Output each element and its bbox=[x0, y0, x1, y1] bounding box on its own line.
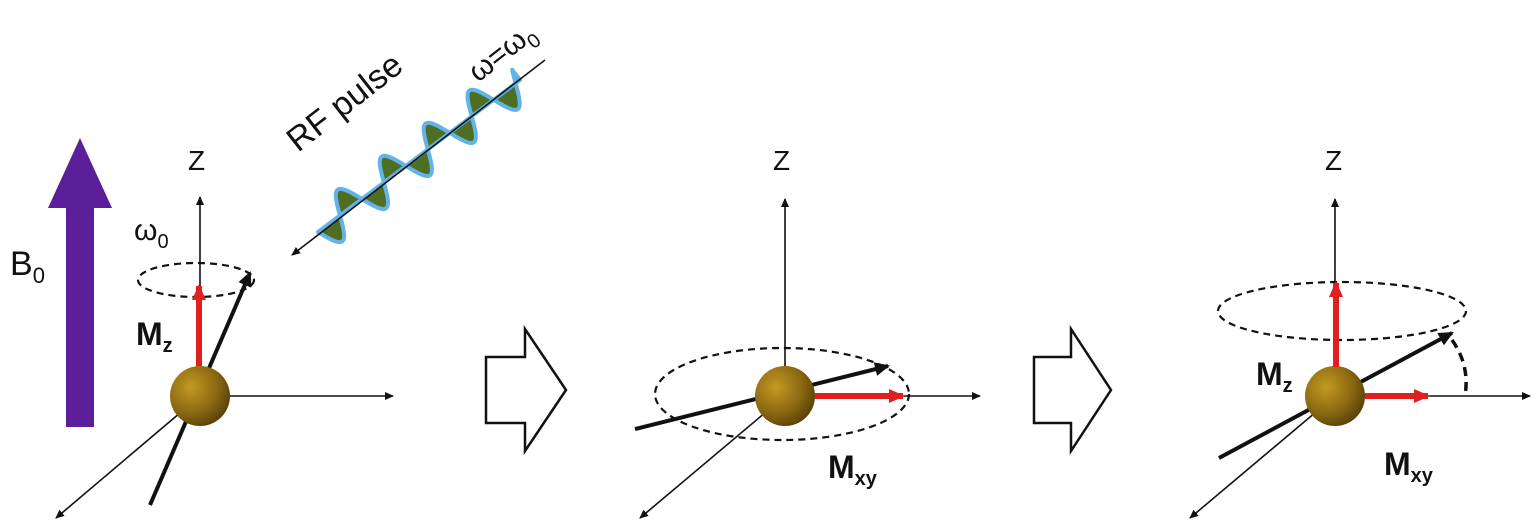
stage1-nucleus-sphere bbox=[170, 366, 230, 426]
rf-pulse-label: RF pulse bbox=[280, 46, 411, 160]
rf-pulse-wave-shape bbox=[316, 67, 522, 245]
b0-label: B0 bbox=[10, 245, 45, 288]
transition-arrow-1 bbox=[484, 324, 568, 456]
stage3-precession-cone bbox=[1216, 280, 1468, 342]
b0-field-arrow bbox=[48, 138, 112, 427]
stage-3-relaxation bbox=[1189, 198, 1531, 519]
stage2-x-axis bbox=[639, 395, 786, 519]
stage2-nucleus-sphere bbox=[755, 366, 815, 426]
stage3-x-axis bbox=[1189, 395, 1336, 519]
stage1-z-label: Z bbox=[188, 145, 205, 176]
stage2-mxy-label: Mxy bbox=[828, 449, 878, 490]
stage2-z-label: Z bbox=[773, 145, 790, 176]
stage-2-transverse bbox=[634, 198, 981, 519]
stage3-nucleus-sphere bbox=[1305, 366, 1365, 426]
stage3-flip-angle-arc bbox=[1450, 338, 1468, 397]
rf-pulse-wave bbox=[291, 59, 546, 256]
stage1-x-axis bbox=[55, 395, 201, 519]
stage3-z-label: Z bbox=[1325, 145, 1342, 176]
stage3-mxy-label: Mxy bbox=[1384, 446, 1434, 487]
transition-arrow-2 bbox=[1032, 324, 1113, 456]
rf-pulse-direction-arrow bbox=[291, 59, 546, 256]
omega0-label: ω0 bbox=[134, 214, 169, 253]
stage-1-precession bbox=[55, 196, 394, 519]
stage2-precession-cone bbox=[653, 346, 911, 442]
stage3-mz-label: Mz bbox=[1256, 356, 1293, 397]
resonance-condition-label: ω=ω0 bbox=[462, 16, 546, 93]
stage1-mz-label: Mz bbox=[136, 316, 173, 357]
